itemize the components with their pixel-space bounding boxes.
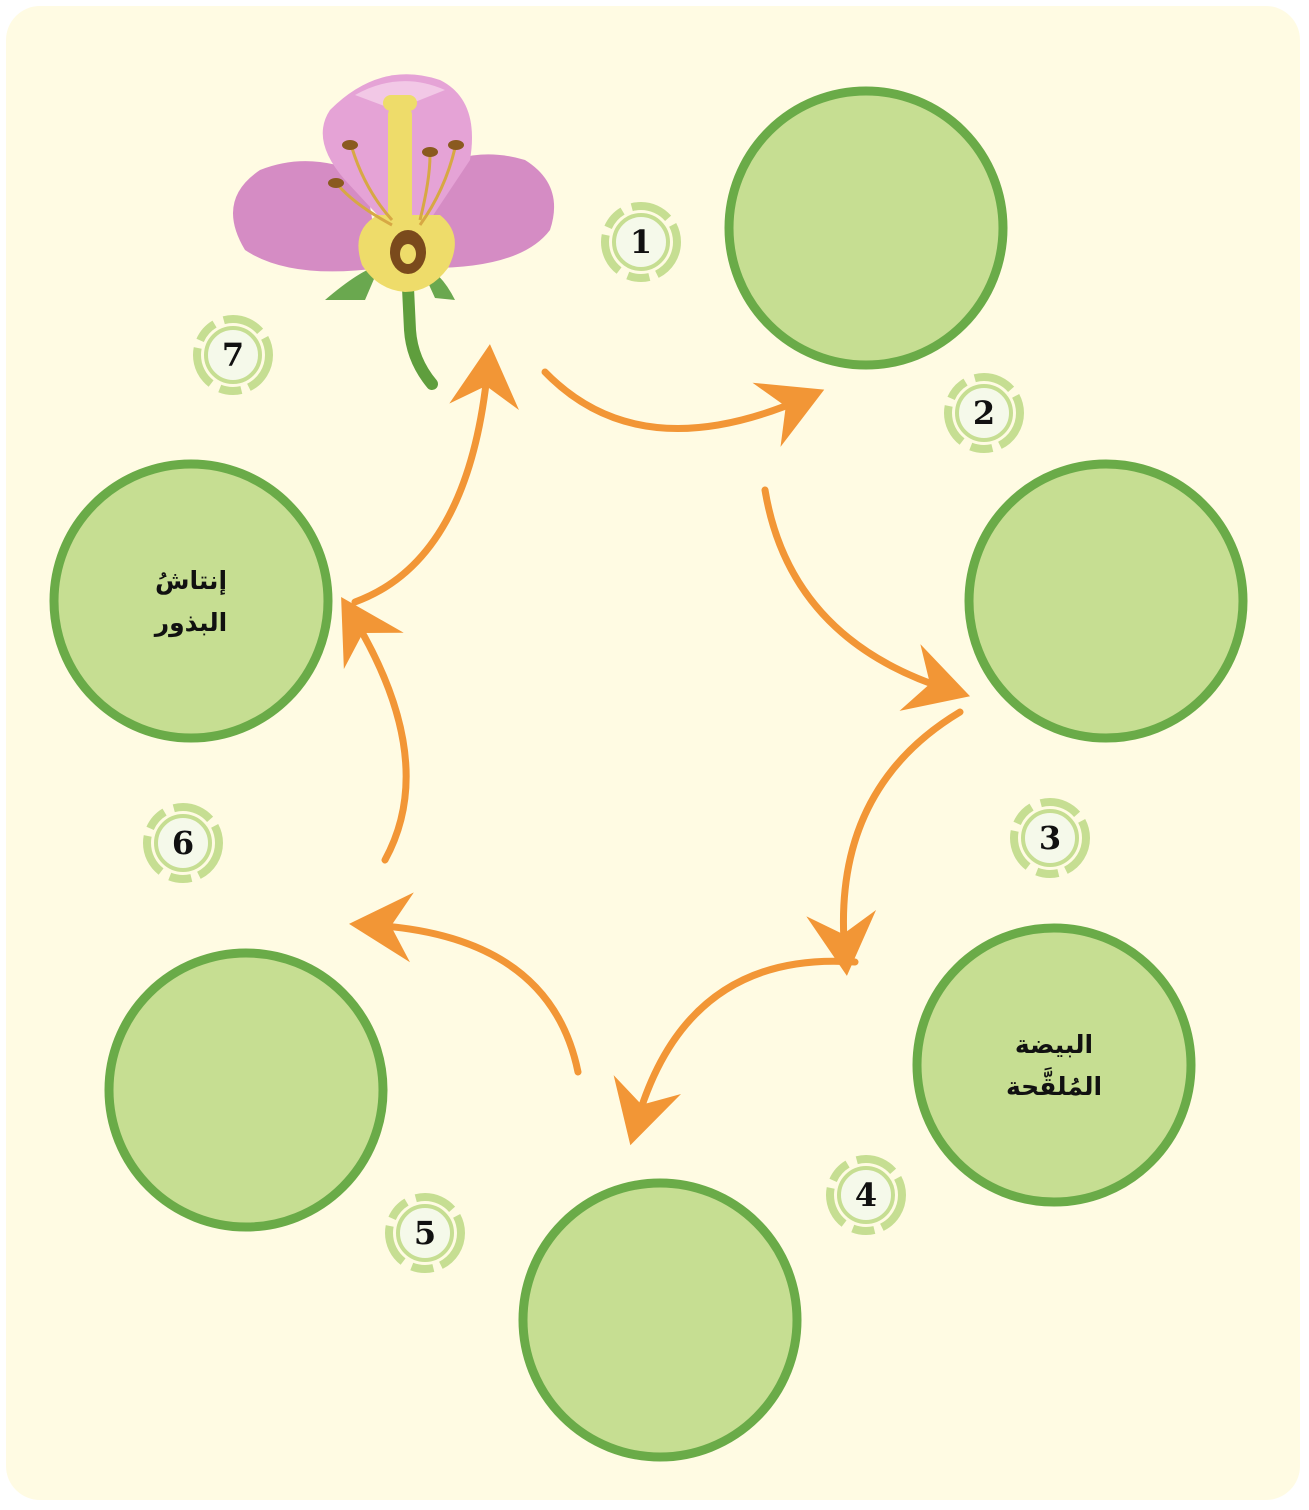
cycle-arrows xyxy=(341,344,971,1146)
stage-number-badge-7: 7 xyxy=(193,315,273,395)
stage-4-label-line: المُلقَّحة xyxy=(1006,1067,1102,1101)
flower-cross-section-icon xyxy=(233,74,555,390)
stage-circle-2 xyxy=(724,86,1008,370)
stage-circle-5 xyxy=(518,1178,802,1462)
arrow-6-to-7 xyxy=(341,597,410,864)
stage-number-badge-3: 3 xyxy=(1010,798,1090,878)
stage-circle-4: البيضة المُلقَّحة xyxy=(912,923,1196,1207)
stage-7-label-line: إنتاشُ xyxy=(155,566,227,595)
arrow-7-to-1 xyxy=(351,344,519,606)
stage-number-6: 6 xyxy=(172,824,194,862)
arrow-2-to-3 xyxy=(761,486,971,711)
stage-number-4: 4 xyxy=(855,1176,877,1214)
stage-4-label-line: البيضة xyxy=(1015,1030,1093,1059)
stage-number-badge-2: 2 xyxy=(944,373,1024,453)
arrow-5-to-6 xyxy=(349,892,582,1076)
stage-number-7: 7 xyxy=(222,336,244,374)
stage-number-badge-4: 4 xyxy=(826,1155,906,1235)
stage-number-5: 5 xyxy=(414,1214,436,1252)
stage-number-badge-5: 5 xyxy=(385,1193,465,1273)
arrow-1-to-2 xyxy=(541,368,825,447)
stage-7-label-line: البذور xyxy=(153,608,228,638)
stage-number-badge-1: 1 xyxy=(601,202,681,282)
stage-circles: البيضة المُلقَّحة إنتاشُ البذور xyxy=(49,86,1248,1462)
stage-circle-7: إنتاشُ البذور xyxy=(49,459,333,743)
stage-number-badges: 1 2 3 4 5 6 7 xyxy=(143,202,1090,1273)
stage-circle-3 xyxy=(964,459,1248,743)
stage-number-2: 2 xyxy=(973,394,995,432)
arrow-3-to-4 xyxy=(806,708,964,976)
stage-number-1: 1 xyxy=(630,223,652,261)
stage-circle-6 xyxy=(104,948,388,1232)
stage-number-3: 3 xyxy=(1039,819,1061,857)
arrow-4-to-5 xyxy=(613,957,859,1146)
stage-number-badge-6: 6 xyxy=(143,803,223,883)
